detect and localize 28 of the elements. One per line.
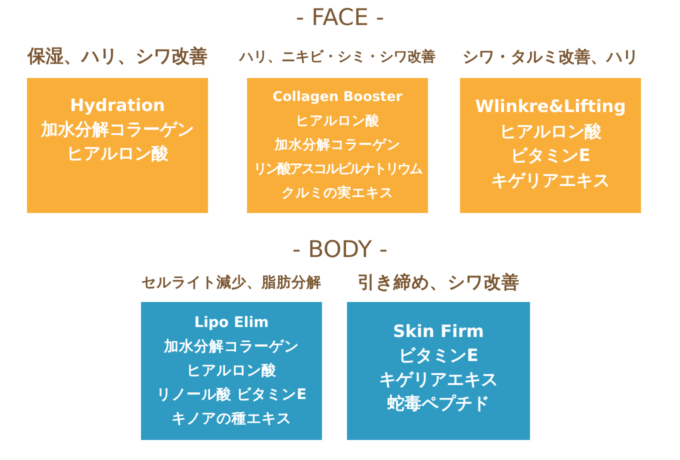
ingredient-text: キノアの種エキス bbox=[172, 410, 292, 429]
ingredient-text: ヒアルロン酸 bbox=[500, 120, 602, 144]
benefit-heading: ハリ、ニキビ・シミ・シワ改善 bbox=[240, 48, 436, 67]
ingredient-text: キゲリアエキス bbox=[491, 170, 610, 192]
benefit-heading: 保湿、ハリ、シワ改善 bbox=[28, 45, 208, 69]
benefit-heading: シワ・タルミ改善、ハリ bbox=[462, 46, 638, 68]
ingredient-text: 加水分解コラーゲン bbox=[41, 119, 194, 142]
ingredient-text: 加水分解コラーゲン bbox=[164, 338, 299, 357]
treatment-name: Skin Firm bbox=[393, 321, 484, 344]
ingredient-text: クルミの実エキス bbox=[282, 184, 394, 203]
ingredient-text: ヒアルロン酸 bbox=[186, 362, 276, 381]
ingredient-text: ビタミンE bbox=[398, 345, 478, 368]
ingredient-text: リノール酸 ビタミンE bbox=[156, 386, 306, 405]
ingredient-text: 加水分解コラーゲン bbox=[274, 136, 400, 155]
ingredient-text: キゲリアエキス bbox=[379, 369, 498, 392]
treatment-name: Hydration bbox=[70, 95, 166, 118]
ingredient-text: ヒアルロン酸 bbox=[66, 143, 168, 166]
benefit-heading: セルライト減少、脂肪分解 bbox=[142, 274, 322, 293]
treatment-name: Wlinkre&Lifting bbox=[475, 96, 626, 119]
ingredient-text: 蛇毒ペプチド bbox=[388, 393, 490, 416]
section-title: - FACE - bbox=[296, 4, 384, 32]
benefit-heading: 引き締め、シワ改善 bbox=[358, 272, 520, 295]
section-title: - BODY - bbox=[292, 236, 388, 264]
treatment-name: Lipo Elim bbox=[194, 314, 269, 333]
ingredient-text: ヒアルロン酸 bbox=[296, 112, 380, 131]
ingredient-text: リン酸アスコルビルナトリウム bbox=[254, 160, 422, 179]
treatment-name: Collagen Booster bbox=[272, 88, 402, 107]
ingredient-text: ビタミンE bbox=[510, 145, 590, 168]
